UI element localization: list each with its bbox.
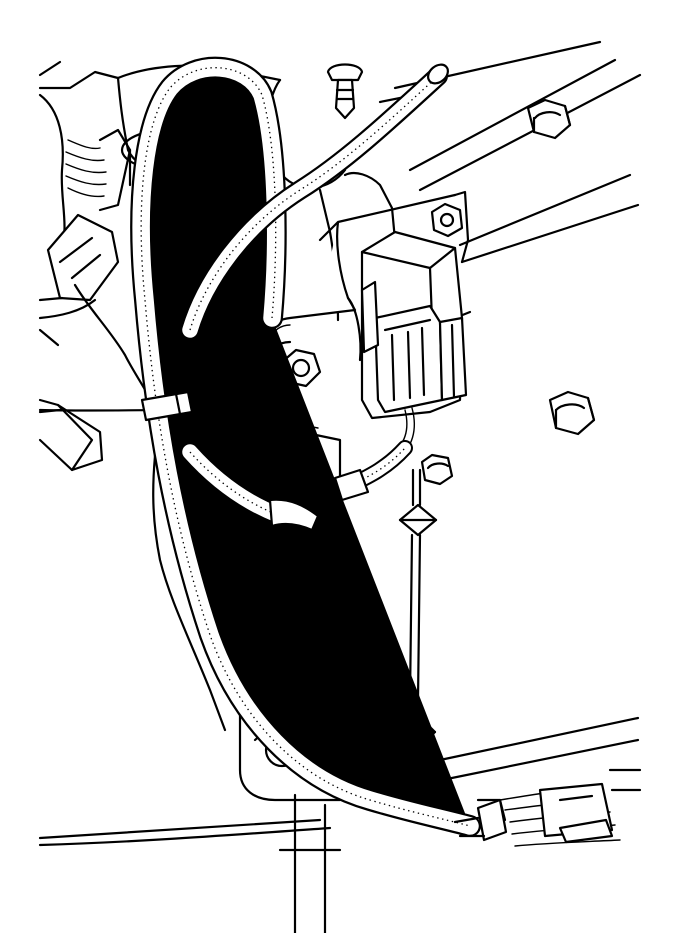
- cable-tie-mid: [333, 468, 370, 502]
- stud-nut-rod: [420, 453, 454, 486]
- relay-connector: [360, 190, 470, 420]
- convoluted-harness-branch-lower: [180, 442, 342, 532]
- body-panel: [38, 40, 642, 933]
- push-pin-clip: [326, 63, 364, 120]
- convoluted-harness-branch-upper: [180, 63, 449, 340]
- hex-nut-top-right: [526, 98, 572, 140]
- cable-tie-bottom: [453, 798, 508, 842]
- hex-nut-mid-right: [548, 390, 596, 436]
- cable-tie-left: [140, 390, 194, 422]
